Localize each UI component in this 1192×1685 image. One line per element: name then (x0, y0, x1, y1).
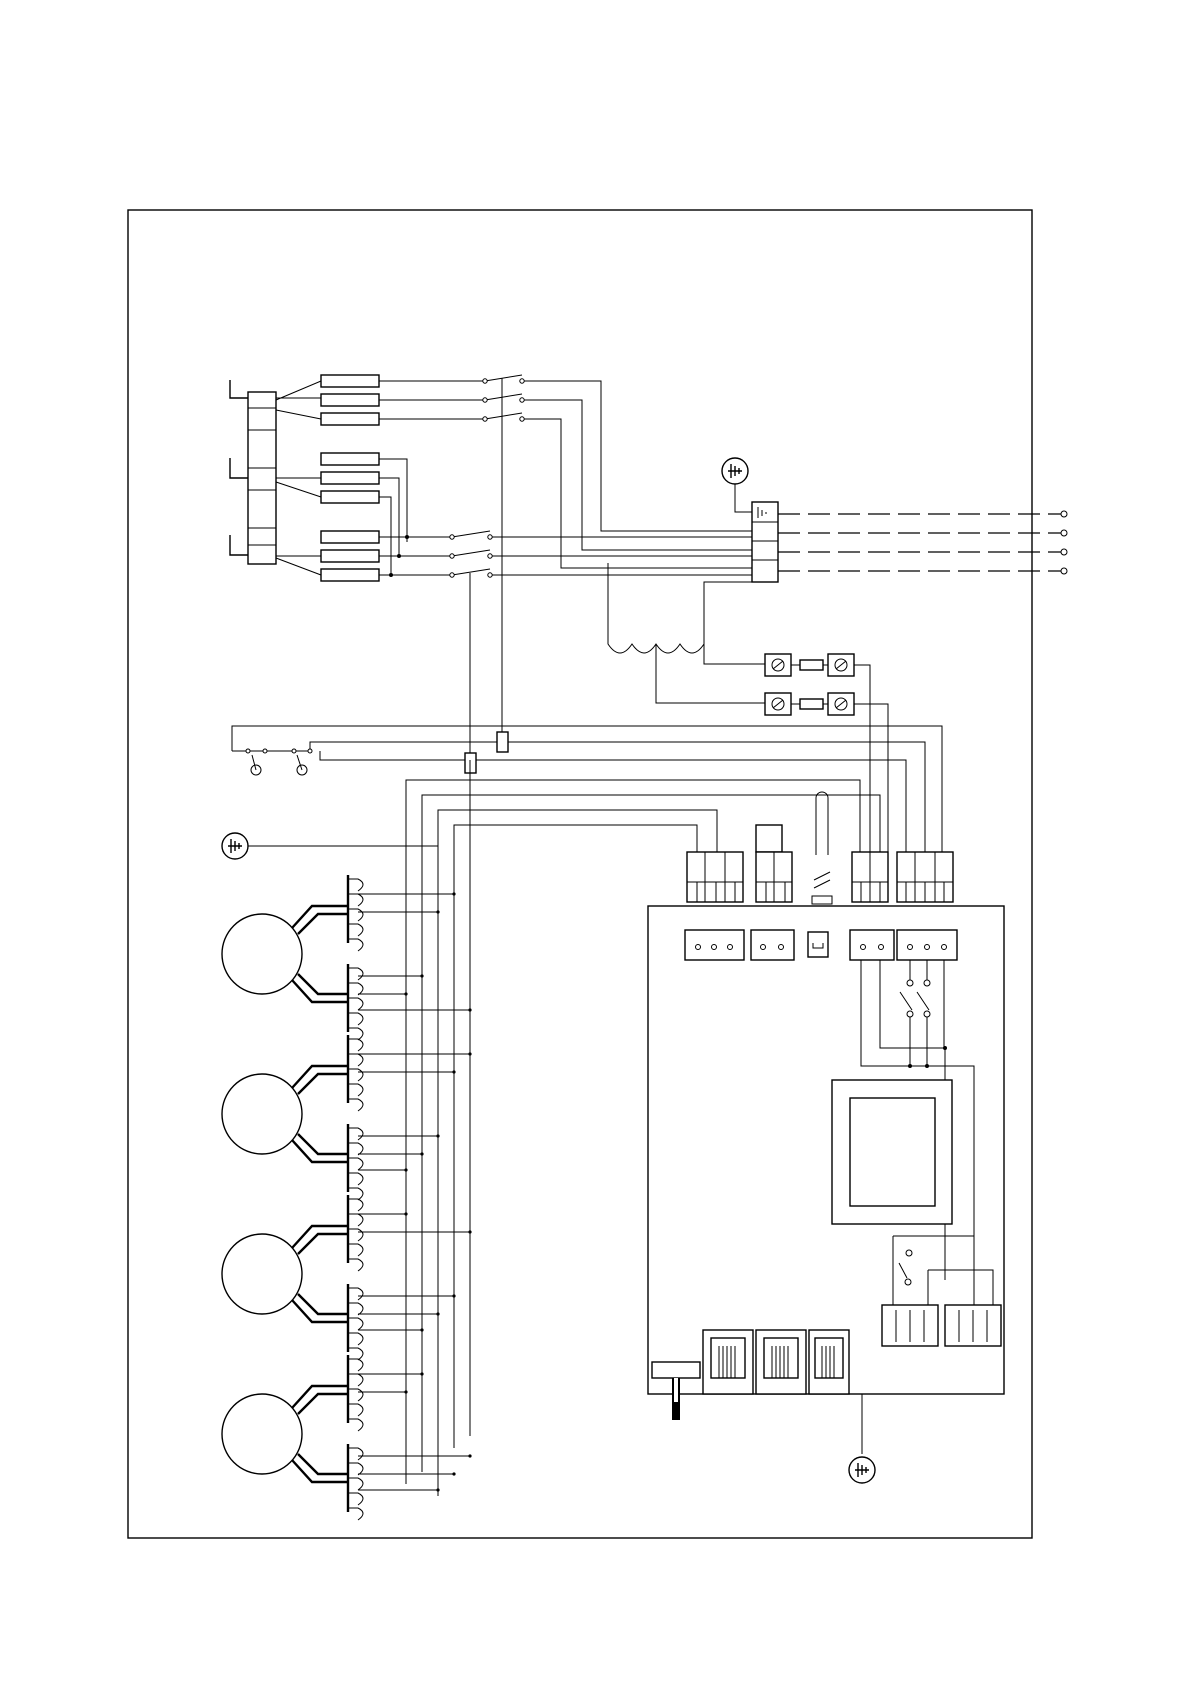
resistor (321, 531, 379, 543)
motor-winding (222, 1394, 302, 1474)
output-terminal (1061, 530, 1067, 536)
output-lines (778, 511, 1067, 574)
supply-terminal-group (230, 380, 276, 564)
transformer-coil (608, 563, 765, 703)
motor-winding (222, 1234, 302, 1314)
motor (222, 1195, 472, 1360)
upper-switch-bank (379, 375, 752, 740)
potentiometer (652, 1362, 700, 1378)
relay-coil (497, 732, 508, 752)
motor (222, 1355, 472, 1520)
terminal-strip (248, 392, 276, 564)
control-board (648, 906, 1004, 1454)
resistor (321, 453, 379, 465)
fuse-holder-1 (765, 654, 870, 852)
motor-terminal-comb (348, 1355, 424, 1431)
top-connectors (687, 792, 953, 904)
motor-terminal-comb (348, 1035, 472, 1111)
resistor-bank (276, 375, 379, 581)
motor-terminal-comb (348, 1195, 472, 1271)
resistor (321, 394, 379, 406)
motor-terminal-comb (348, 964, 472, 1040)
motor (222, 875, 472, 1040)
motor-group (222, 875, 472, 1520)
output-terminal (1061, 568, 1067, 574)
resistor (321, 413, 379, 425)
motor-terminal-comb (348, 875, 456, 951)
motor-winding (222, 1074, 302, 1154)
resistor (321, 375, 379, 387)
output-terminal (1061, 549, 1067, 555)
motor-terminal-comb (348, 1124, 440, 1200)
motor-winding (222, 914, 302, 994)
resistor (321, 550, 379, 562)
sensor-strip (232, 726, 942, 852)
resistor (321, 569, 379, 581)
motor-terminal-comb (348, 1444, 472, 1520)
motor-terminal-comb (348, 1284, 456, 1360)
output-terminal (1061, 511, 1067, 517)
earth-symbol-top (722, 458, 748, 484)
motor (222, 1035, 472, 1200)
earth-symbol-bottom (849, 1457, 875, 1483)
resistor (321, 491, 379, 503)
main-terminal-block (735, 484, 778, 582)
resistor (321, 472, 379, 484)
lower-switch-bank (379, 459, 752, 760)
